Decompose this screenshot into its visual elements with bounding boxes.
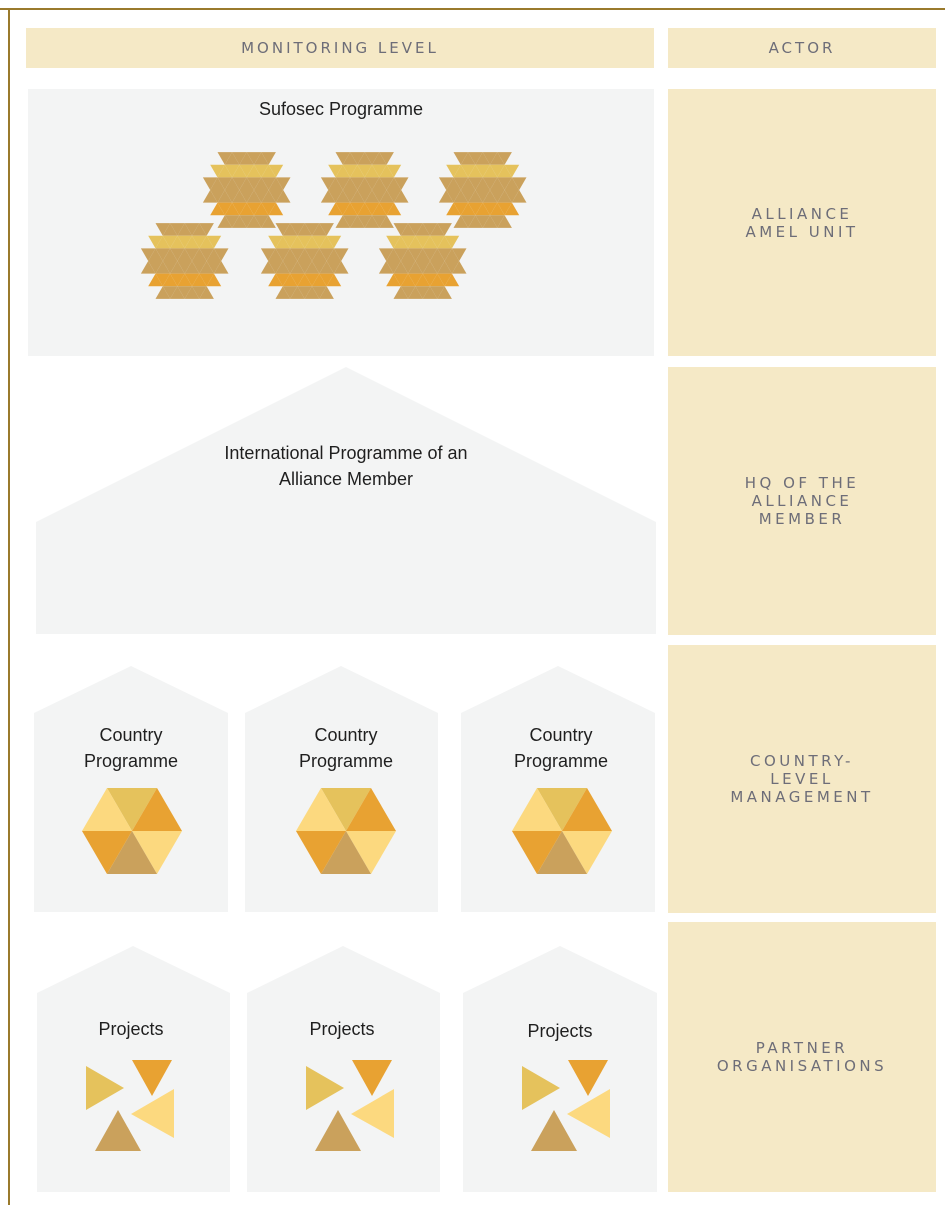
actor-partner-organisations: PARTNER ORGANISATIONS: [668, 922, 936, 1192]
sufosec-programme-label: Sufosec Programme: [258, 99, 424, 119]
triangle-pinwheel-icon: [522, 1060, 610, 1151]
honeycomb-cluster-icon-6: [378, 223, 467, 299]
projects-label-1: Projects: [98, 1019, 164, 1039]
country-programme-label-2: Country Programme: [298, 725, 394, 771]
honeycomb-cluster-icon-5: [260, 223, 349, 299]
actor-alliance-amel-unit: ALLIANCE AMEL UNIT: [668, 89, 936, 356]
monitoring-level-header: MONITORING LEVEL: [26, 28, 654, 68]
honeycomb-cluster-icon-2: [320, 152, 409, 228]
country-programme-label-3: Country Programme: [513, 725, 609, 771]
hexagon-icon: [296, 788, 396, 874]
actor-header: ACTOR: [668, 28, 936, 68]
hexagon-icon: [82, 788, 182, 874]
projects-label-2: Projects: [309, 1019, 375, 1039]
actor-country-level-management: COUNTRY- LEVEL MANAGEMENT: [668, 645, 936, 913]
projects-label-3: Projects: [527, 1021, 593, 1041]
international-programme-label: International Programme of an Alliance M…: [224, 443, 468, 489]
triangle-pinwheel-icon: [86, 1060, 174, 1151]
frame-left-border: [8, 8, 10, 1205]
actor-hq-alliance-member: HQ OF THE ALLIANCE MEMBER: [668, 367, 936, 635]
honeycomb-cluster-icon-3: [438, 152, 527, 228]
honeycomb-cluster-icon-4: [140, 223, 229, 299]
honeycomb-cluster-icon-1: [202, 152, 291, 228]
frame-top-border: [0, 8, 945, 10]
triangle-pinwheel-icon: [306, 1060, 394, 1151]
country-programme-label-1: Country Programme: [83, 725, 179, 771]
hexagon-icon: [512, 788, 612, 874]
